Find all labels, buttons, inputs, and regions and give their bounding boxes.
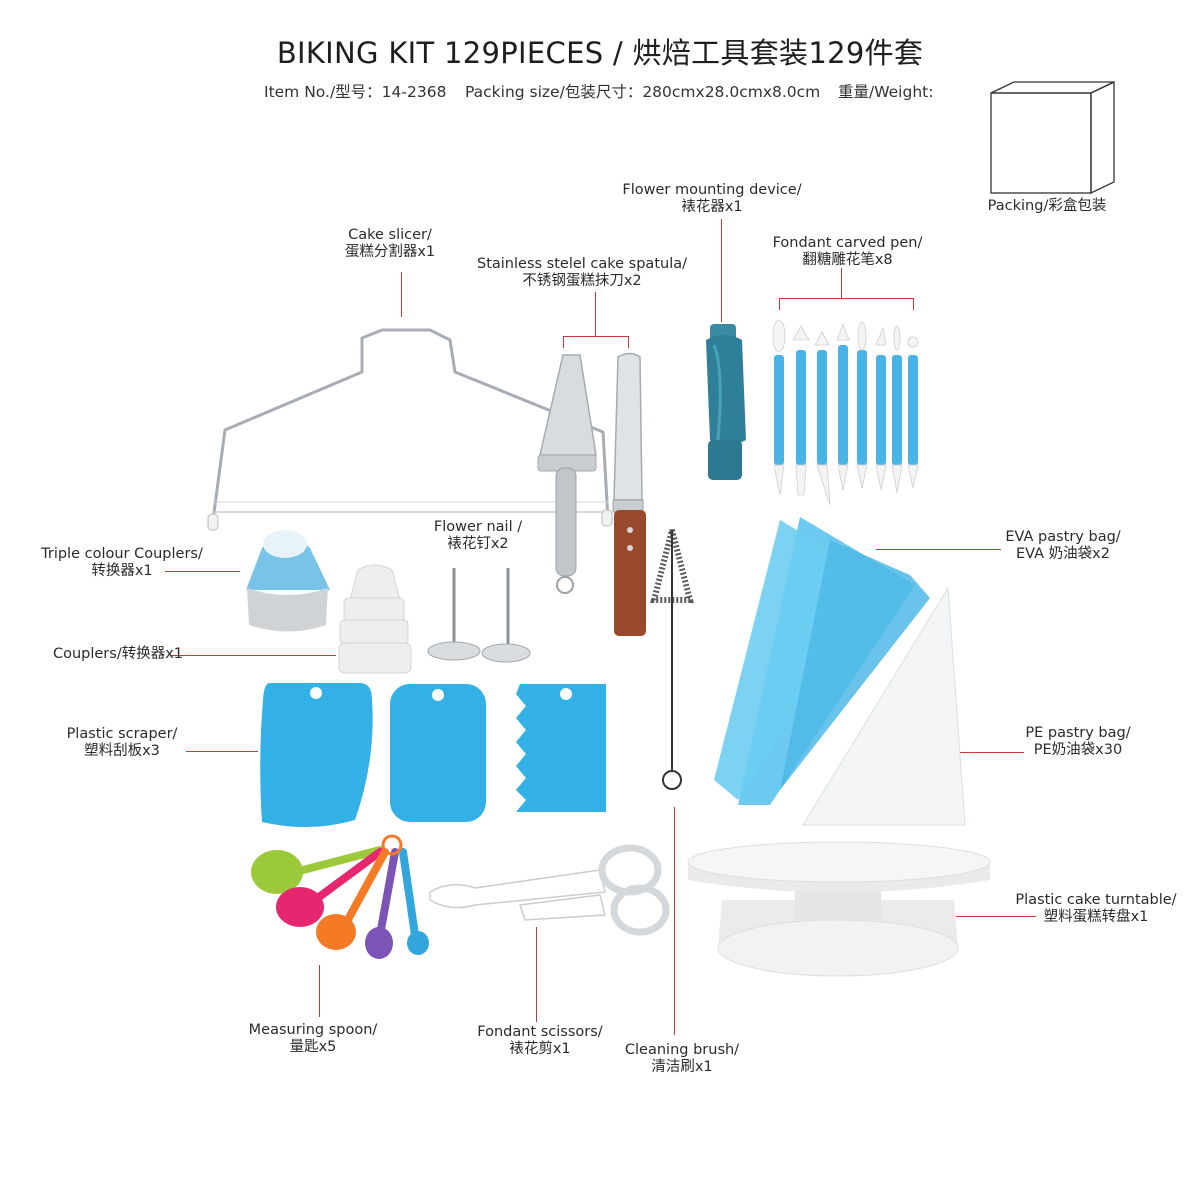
plastic-scrapers-icon <box>260 683 606 828</box>
measuring-spoons-icon <box>251 834 429 959</box>
weight-label: 重量/Weight: <box>838 83 934 101</box>
leader-line <box>186 751 258 752</box>
label-couplers: Couplers/转换器x1 <box>52 646 184 662</box>
leader-line <box>779 298 780 310</box>
coupler-icon <box>338 564 412 674</box>
packing-box-icon <box>990 80 1115 195</box>
label-cake-slicer: Cake slicer/ 蛋糕分割器x1 <box>344 227 436 260</box>
label-fondant-carved-pen: Fondant carved pen/ 翻糖雕花笔x8 <box>772 235 923 268</box>
cake-slicer-icon <box>207 328 613 531</box>
triple-coupler-icon <box>246 530 330 632</box>
fondant-pens-icon <box>772 319 919 506</box>
cake-turntable-icon <box>687 841 991 977</box>
leader-line <box>779 298 914 299</box>
label-pe-pastry-bag: PE pastry bag/ PE奶油袋x30 <box>1025 725 1131 758</box>
label-measuring-spoon: Measuring spoon/ 量匙x5 <box>248 1022 378 1055</box>
leader-line <box>536 927 537 1022</box>
straight-spatula-icon <box>612 352 646 636</box>
leader-line <box>913 298 914 310</box>
packing-size: Packing size/包装尺寸：280cmx28.0cmx8.0cm <box>465 83 821 101</box>
label-cleaning-brush: Cleaning brush/ 清洁刷x1 <box>624 1042 740 1075</box>
page-title: BIKING KIT 129PIECES / 烘焙工具套装129件套 <box>276 36 924 70</box>
leader-line <box>319 965 320 1017</box>
leader-line <box>674 807 675 1035</box>
leader-line <box>841 268 842 298</box>
eva-pastry-bags-icon <box>714 517 930 805</box>
label-plastic-scraper: Plastic scraper/ 塑料刮板x3 <box>66 726 178 759</box>
cake-server-icon <box>537 354 597 594</box>
leader-line <box>563 336 629 337</box>
leader-line <box>171 655 336 656</box>
packing-label: Packing/彩盒包装 <box>987 198 1107 214</box>
label-cake-spatula: Stainless stelel cake spatula/ 不锈钢蛋糕抹刀x2 <box>477 256 687 289</box>
label-flower-nail: Flower nail / 裱花钉x2 <box>433 519 523 552</box>
leader-line <box>595 292 596 336</box>
leader-line <box>401 272 402 317</box>
leader-line <box>876 549 1001 550</box>
item-number: Item No./型号：14-2368 <box>264 83 447 101</box>
pe-pastry-bag-icon <box>802 586 966 826</box>
flower-nails-icon <box>427 568 531 663</box>
leader-line <box>721 219 722 322</box>
fondant-scissors-icon <box>429 844 670 936</box>
cleaning-brush-icon <box>650 529 694 790</box>
label-eva-pastry-bag: EVA pastry bag/ EVA 奶油袋x2 <box>1005 529 1121 562</box>
leader-line <box>960 752 1024 753</box>
leader-line <box>628 336 629 348</box>
label-cake-turntable: Plastic cake turntable/ 塑料蛋糕转盘x1 <box>1015 892 1177 925</box>
label-flower-mounting-device: Flower mounting device/ 裱花器x1 <box>622 182 802 215</box>
label-fondant-scissors: Fondant scissors/ 裱花剪x1 <box>477 1024 603 1057</box>
leader-line <box>956 916 1036 917</box>
leader-line <box>165 571 240 572</box>
flower-mounting-device-icon <box>706 324 746 480</box>
label-triple-coupler: Triple colour Couplers/ 转换器x1 <box>41 546 203 579</box>
leader-line <box>563 336 564 348</box>
